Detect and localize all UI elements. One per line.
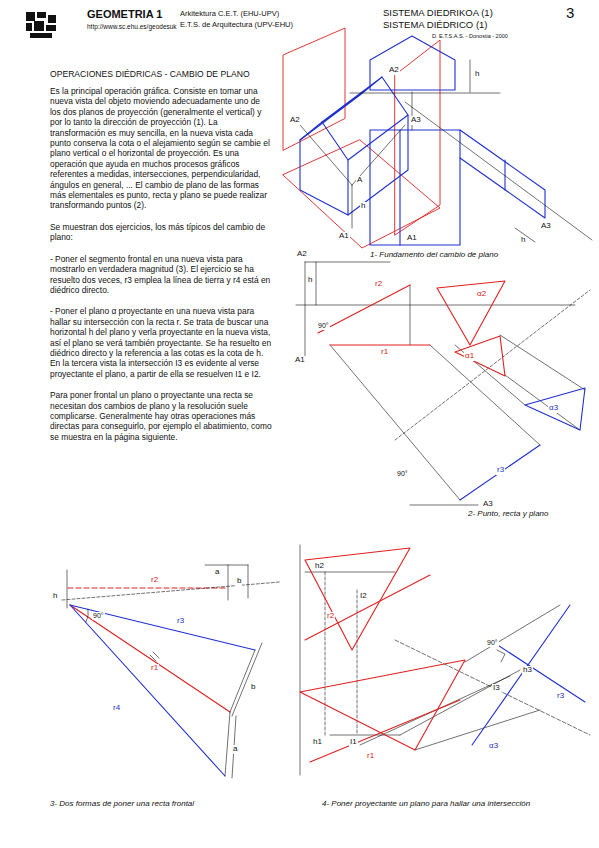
header-system: SISTEMA DIEDRIKOA (1) bbox=[383, 8, 493, 18]
plane-label: α2 bbox=[476, 290, 487, 299]
dimension-label: b bbox=[236, 577, 242, 586]
point-label: I2 bbox=[359, 592, 368, 601]
dimension-label: h bbox=[360, 202, 366, 211]
line-label: r4 bbox=[112, 704, 121, 713]
dimension-label: a bbox=[214, 568, 220, 577]
line-label: h2 bbox=[314, 562, 325, 571]
body-paragraph: Se muestran dos ejercicios, los más típi… bbox=[50, 222, 272, 243]
line-label: r1 bbox=[150, 664, 159, 673]
point-label: A2 bbox=[296, 250, 308, 259]
point-label: A1 bbox=[338, 232, 350, 241]
plane-label: α1 bbox=[464, 352, 475, 361]
line-label: h1 bbox=[312, 738, 323, 747]
header-url: http://www.sc.ehu.es/geodesuk bbox=[87, 23, 177, 30]
point-label: I1 bbox=[349, 738, 358, 747]
point-label: A1 bbox=[294, 356, 306, 365]
text-column: Es la principal operación gráfica. Consi… bbox=[50, 86, 272, 453]
body-paragraph: - Poner el segmento frontal en una nueva… bbox=[50, 254, 272, 296]
figure-caption: 4- Poner proyectante un plano para halla… bbox=[322, 800, 530, 809]
body-paragraph: - Poner el plano α proyectante en una nu… bbox=[50, 306, 272, 379]
page-number: 3 bbox=[566, 5, 574, 22]
line-label: r2 bbox=[374, 280, 383, 289]
point-label: A3 bbox=[482, 500, 494, 509]
body-paragraph: Es la principal operación gráfica. Consi… bbox=[50, 86, 272, 211]
point-label: A3 bbox=[540, 222, 552, 231]
line-label: r3 bbox=[556, 692, 565, 701]
dimension-label: a bbox=[232, 745, 238, 754]
figure-caption: 2- Punto, recta y plano bbox=[468, 510, 549, 519]
line-label: r3 bbox=[496, 466, 505, 475]
line-label: r2 bbox=[326, 612, 335, 621]
figure-caption: 1- Fundamento del cambio de plano bbox=[370, 251, 498, 260]
point-label: A2 bbox=[388, 66, 400, 75]
dimension-label: h bbox=[520, 236, 526, 245]
angle-label: 90° bbox=[486, 639, 499, 647]
header-title: GEOMETRIA 1 bbox=[87, 8, 162, 20]
point-label: I3 bbox=[492, 684, 501, 693]
dimension-label: b bbox=[250, 683, 256, 692]
point-label: A1 bbox=[406, 234, 418, 243]
point-label: A2 bbox=[289, 116, 301, 125]
header-school: E.T.S. de Arquitectura (UPV-EHU) bbox=[180, 21, 293, 29]
plane-label: α3 bbox=[488, 742, 499, 751]
dimension-label: h bbox=[52, 592, 58, 601]
point-label: A3 bbox=[410, 116, 422, 125]
line-label: r3 bbox=[176, 617, 185, 626]
header-school: Arkitektura C.E.T. (EHU-UPV) bbox=[180, 10, 279, 18]
point-label: A bbox=[356, 176, 363, 185]
line-label: r1 bbox=[380, 348, 389, 357]
header-credit: D. E.T.S.A.S. - Donostia - 2000 bbox=[432, 33, 508, 39]
line-label: r2 bbox=[150, 576, 159, 585]
angle-label: 90° bbox=[317, 322, 330, 330]
plane-label: α3 bbox=[548, 404, 559, 413]
header-system: SISTEMA DIÉDRICO (1) bbox=[383, 20, 488, 30]
dimension-label: h bbox=[474, 70, 480, 79]
line-label: r1 bbox=[366, 752, 375, 761]
dimension-label: h bbox=[307, 276, 313, 285]
figure-caption: 3- Dos formas de poner una recta frontal bbox=[50, 800, 194, 809]
angle-label: 90° bbox=[92, 612, 105, 620]
line-label: h3 bbox=[522, 666, 533, 675]
body-paragraph: Para poner frontal un plano o proyectant… bbox=[50, 390, 272, 442]
angle-label: 90° bbox=[396, 470, 409, 478]
section-title: OPERACIONES DIÉDRICAS - CAMBIO DE PLANO bbox=[50, 70, 250, 79]
